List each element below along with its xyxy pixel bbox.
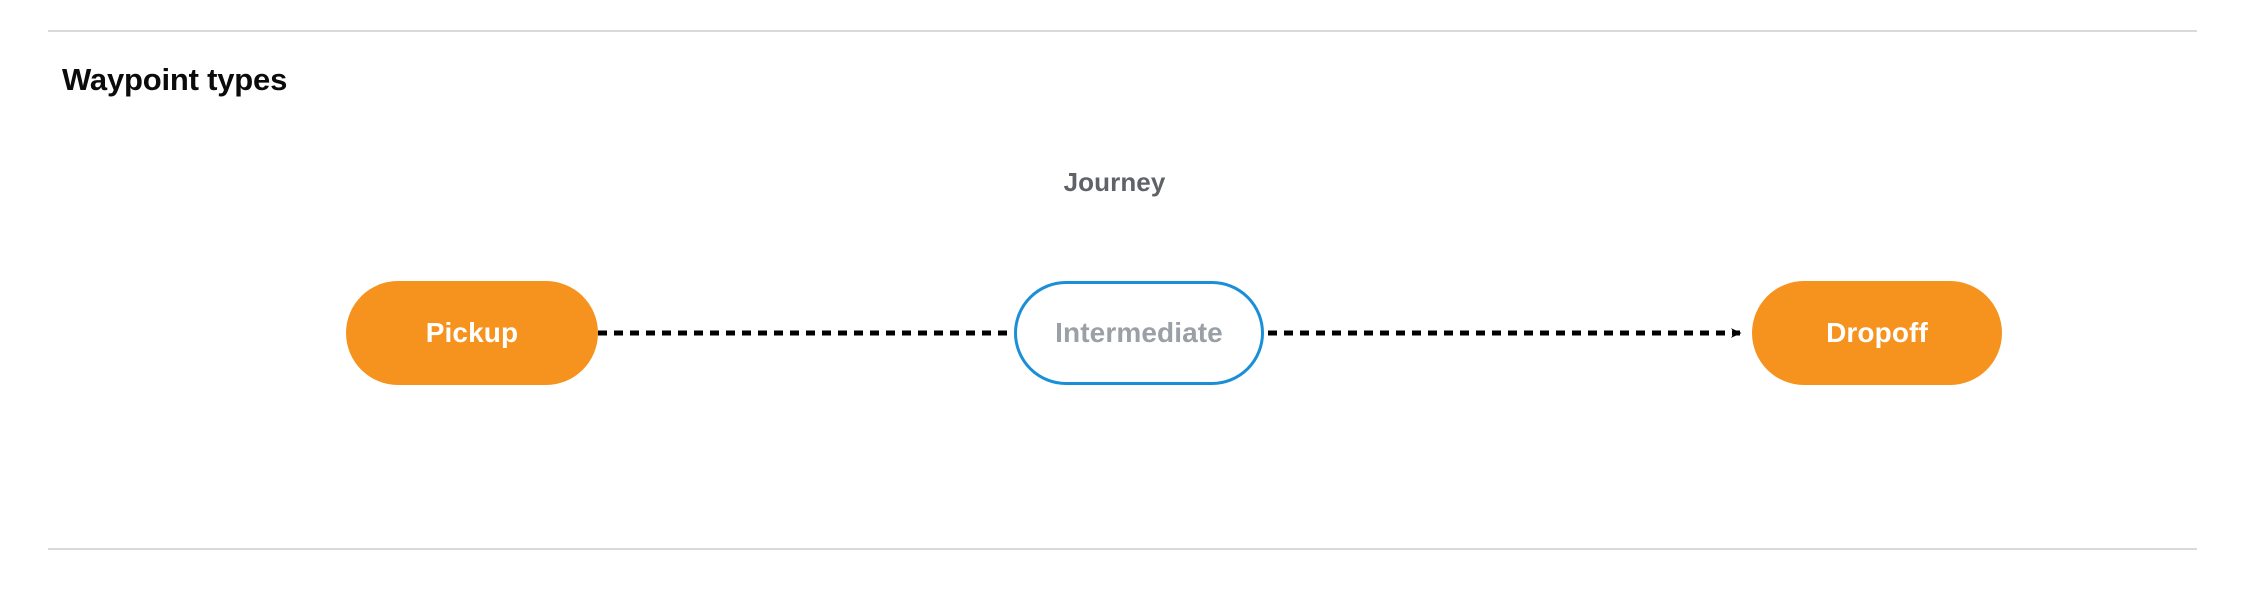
page-title: Waypoint types: [62, 62, 288, 97]
node-dropoff-label: Dropoff: [1826, 317, 1928, 348]
section-divider-top: [48, 30, 2197, 32]
node-dropoff[interactable]: Dropoff: [1752, 281, 2002, 385]
diagram-label-journey: Journey: [1063, 167, 1166, 197]
section-divider-bottom: [48, 548, 2197, 550]
node-intermediate[interactable]: Intermediate: [1014, 281, 1264, 385]
node-pickup[interactable]: Pickup: [346, 281, 598, 385]
node-intermediate-label: Intermediate: [1055, 317, 1223, 348]
node-pickup-label: Pickup: [425, 317, 519, 348]
